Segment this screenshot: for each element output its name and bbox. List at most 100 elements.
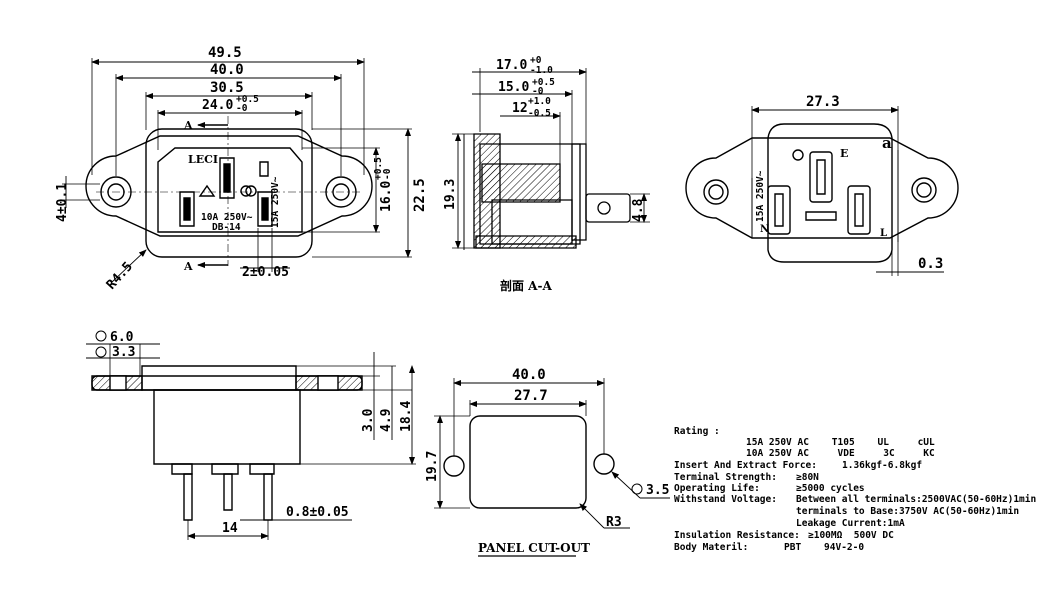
db14-text: DB-14 bbox=[212, 222, 241, 233]
terminal-l-housing bbox=[848, 186, 870, 234]
back-view-text: 27.3 E N L a 0.3 15A 250V~ bbox=[755, 94, 943, 272]
spec-terminal-label: Terminal Strength: bbox=[674, 472, 777, 483]
section-rear-wall bbox=[572, 144, 586, 240]
section-label-a-top: A bbox=[183, 119, 193, 132]
spec-rating-label: Rating : bbox=[674, 426, 720, 437]
spec-withstand-2: terminals to Base:3750V AC(50-60Hz)1min bbox=[796, 506, 1019, 517]
ground-symbol-icon bbox=[793, 150, 803, 160]
front-view-text: 49.5 40.0 30.5 24.0 +0.5 -0 16.0 +0.5 -0… bbox=[55, 45, 428, 293]
front-pin-right bbox=[258, 192, 272, 226]
tol-16-upper: +0.5 bbox=[373, 157, 384, 180]
dim-22-5: 22.5 bbox=[412, 178, 428, 212]
spec-extract-label: Insert And Extract Force: bbox=[674, 460, 817, 471]
front-flange-outline bbox=[86, 136, 372, 236]
cutout-view bbox=[434, 378, 670, 556]
back-left-hole-inner bbox=[709, 185, 723, 199]
spec-insulation-value: ≥100MΩ 500V DC bbox=[808, 530, 894, 541]
tol-15-upper: +0.5 bbox=[532, 77, 555, 88]
dim-12: 12 bbox=[512, 101, 528, 116]
dim-19-3: 19.3 bbox=[443, 179, 458, 210]
spec-material-value: PBT 94V-2-0 bbox=[784, 542, 864, 553]
side-top-body bbox=[142, 366, 296, 390]
side-hole-right bbox=[318, 376, 338, 390]
back-left-hole-outer bbox=[704, 180, 728, 204]
tol-12-upper: +1.0 bbox=[528, 96, 551, 107]
side-terminal-base-1 bbox=[172, 464, 192, 474]
terminal-n-housing bbox=[768, 186, 790, 234]
warning-triangle-icon bbox=[200, 186, 214, 196]
dim-40-0: 40.0 bbox=[210, 62, 244, 78]
side-pin-1 bbox=[184, 474, 192, 520]
side-lower-body bbox=[154, 390, 300, 464]
cutout-hole-right bbox=[594, 454, 614, 474]
side-pin-2 bbox=[224, 474, 232, 510]
cutout-hole-left bbox=[444, 456, 464, 476]
back-flange-outline bbox=[686, 138, 958, 238]
spec-material-label: Body Materil: bbox=[674, 542, 748, 553]
back-body-outline bbox=[768, 124, 892, 262]
dim-0-3: 0.3 bbox=[918, 256, 943, 272]
front-pin-right-slot bbox=[262, 198, 268, 220]
dim-4-9: 4.9 bbox=[379, 409, 394, 432]
terminal-n-slot bbox=[775, 194, 783, 226]
dim-16-0: 16.0 bbox=[379, 181, 394, 212]
cutout-caption: PANEL CUT-OUT bbox=[478, 541, 590, 555]
certification-mark-icon bbox=[241, 186, 251, 196]
dim-cut-dia-3-5: 3.5 bbox=[646, 483, 669, 498]
tol-24-upper: +0.5 bbox=[236, 94, 259, 105]
front-pin-center bbox=[220, 158, 234, 198]
back-right-hole-outer bbox=[912, 178, 936, 202]
section-pin-hole bbox=[598, 202, 610, 214]
spec-rating-row-2: 10A 250V AC VDE 3C KC bbox=[746, 448, 935, 459]
back-view bbox=[686, 106, 958, 276]
tol-16-lower: -0 bbox=[382, 168, 393, 180]
cutout-text: 40.0 27.7 19.7 3.5 R3 PANEL CUT-OUT bbox=[425, 367, 669, 555]
spec-terminal-value: ≥80N bbox=[796, 472, 819, 483]
front-body-outline bbox=[146, 129, 312, 257]
dim-3-0: 3.0 bbox=[361, 408, 376, 432]
dim-cut-19-7: 19.7 bbox=[425, 451, 440, 482]
tol-12-lower: -0.5 bbox=[528, 108, 551, 119]
dim-15-0: 15.0 bbox=[498, 80, 529, 95]
rating-15a-text: 15A 250V~ bbox=[270, 176, 281, 228]
section-label-a-bottom: A bbox=[183, 260, 193, 273]
dim-24-0: 24.0 bbox=[202, 98, 233, 113]
spec-insulation-label: Insulation Resistance: bbox=[674, 530, 800, 541]
dim-cut-27-7: 27.7 bbox=[514, 388, 548, 404]
ce-mark-icon bbox=[260, 162, 268, 176]
spec-life-value: ≥5000 cycles bbox=[796, 483, 865, 494]
diameter-symbol-icon-3 bbox=[632, 484, 642, 494]
dim-49-5: 49.5 bbox=[208, 45, 242, 61]
dim-dia-6-0: 6.0 bbox=[110, 330, 134, 345]
dim-0-8-0-05: 0.8±0.05 bbox=[286, 505, 349, 520]
tol-17-upper: +0 bbox=[530, 55, 542, 66]
side-view-text: 6.0 3.3 3.0 4.9 18.4 14 0.8±0.05 bbox=[96, 330, 414, 536]
section-core-hatched bbox=[482, 164, 560, 202]
section-caption: 剖面 A-A bbox=[500, 278, 552, 293]
certification-mark-icon-2 bbox=[246, 186, 256, 196]
dim-4-0-1: 4±0.1 bbox=[55, 183, 70, 222]
dim-cut-r3: R3 bbox=[606, 515, 622, 530]
tol-24-lower: -0 bbox=[236, 103, 248, 114]
diameter-symbol-icon bbox=[96, 331, 106, 341]
side-hole-left bbox=[110, 376, 126, 390]
dim-27-3: 27.3 bbox=[806, 94, 840, 110]
leader-r3 bbox=[579, 503, 604, 528]
terminal-l-slot bbox=[855, 194, 863, 226]
side-view bbox=[86, 344, 416, 540]
terminal-label-e: E bbox=[840, 147, 848, 160]
dim-18-4: 18.4 bbox=[399, 401, 414, 432]
spec-rating-row-1: 15A 250V AC T105 UL cUL bbox=[746, 437, 935, 448]
cutout-rectangle bbox=[470, 416, 586, 508]
dim-14: 14 bbox=[222, 521, 238, 536]
side-pin-3 bbox=[264, 474, 272, 520]
spec-extract-value: 1.36kgf-6.8kgf bbox=[842, 460, 922, 471]
terminal-e-housing bbox=[810, 152, 832, 202]
side-terminal-base-3 bbox=[250, 464, 274, 474]
section-view-text: 17.0 +0 -1.0 15.0 +0.5 -0 12 +1.0 -0.5 1… bbox=[443, 55, 646, 293]
brand-logo-text: LECI bbox=[188, 153, 218, 166]
diameter-symbol-icon-2 bbox=[96, 347, 106, 357]
terminal-e-slot bbox=[817, 160, 825, 194]
dim-4-8: 4.8 bbox=[631, 198, 646, 222]
cert-mark-icon bbox=[806, 212, 836, 220]
